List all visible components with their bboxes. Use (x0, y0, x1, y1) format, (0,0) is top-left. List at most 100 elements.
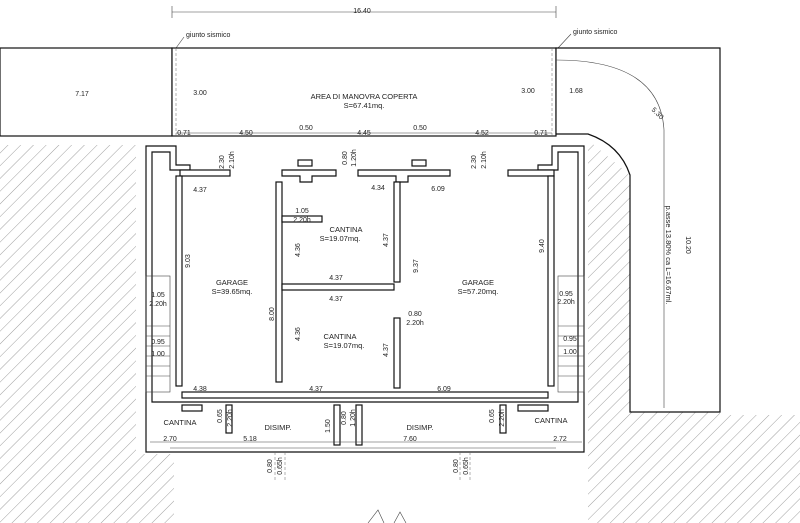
dim-230-right: 2.30 (471, 155, 478, 169)
dim-095-c: 0.95 (563, 336, 577, 343)
manovra-title: AREA DI MANOVRA COPERTA (311, 92, 418, 101)
dim-437-b: 4.37 (383, 233, 390, 247)
earth-hatch-right (588, 140, 720, 523)
wall-cantina-east-top (393, 181, 401, 283)
dim-065-c: 0.65h (277, 457, 284, 475)
dim-436-b: 4.36 (295, 327, 302, 341)
front-lintel-block-left (281, 169, 337, 183)
dim-071-left: 0.71 (177, 130, 191, 137)
dim-080-e: 0.80 (453, 459, 460, 473)
disimp-right-label: DISIMP. (407, 423, 434, 432)
dim-065-d: 0.65h (463, 457, 470, 475)
earth-hatch-far-right (720, 415, 800, 523)
dim-300-right: 3.00 (521, 88, 535, 95)
wall-cantina-east-bottom (393, 317, 401, 389)
lintel-left (297, 159, 313, 167)
ramp-inner-curve (555, 59, 665, 408)
dim-050-left: 0.50 (299, 125, 313, 132)
building-outer-wall (145, 145, 585, 453)
section-mark-icon (367, 509, 407, 523)
dim-105-b: 1.05 (151, 292, 165, 299)
ramp-outline (555, 47, 721, 413)
dim-437-e-vert: 4.37 (383, 343, 390, 357)
wall-disimp-center-2 (355, 404, 363, 446)
ramp-slope-label: p.asse 13.80% ca L=16.67ml. (664, 205, 673, 304)
dim-437-a: 4.37 (193, 187, 207, 194)
wall-bottom-right-piece (517, 404, 549, 412)
wall-disimp-left-divider (225, 404, 233, 434)
wall-left-garage-front (179, 169, 231, 177)
front-lintel-block-right (357, 169, 451, 183)
cantina-right-label: CANTINA (535, 416, 568, 425)
dim-518: 5.18 (243, 436, 257, 443)
dim-095-b: 0.95 (151, 339, 165, 346)
dim-100-b: 1.00 (563, 349, 577, 356)
dim-168: 1.68 (569, 88, 583, 95)
dim-065-b: 0.65 (489, 409, 496, 423)
garage-left-title: GARAGE (216, 278, 248, 287)
manovra-area-central (171, 47, 557, 137)
wall-cantina-west (275, 181, 283, 383)
dim-071-right: 0.71 (534, 130, 548, 137)
dim-080-b: 0.80 (408, 311, 422, 318)
dim-937: 9.37 (413, 259, 420, 273)
cantina-bottom-title: CANTINA (324, 332, 357, 341)
dim-436-a: 4.36 (295, 243, 302, 257)
garage-right-area: S=57.20mq. (458, 287, 499, 296)
wall-right-garage-front (507, 169, 555, 177)
dim-100-a: 1.00 (151, 351, 165, 358)
dim-717: 7.17 (75, 91, 89, 98)
dim-220-a: 2.20h (293, 217, 311, 224)
dim-609-a: 6.09 (431, 186, 445, 193)
manovra-area-outline (0, 47, 173, 137)
dim-120-b: 1.20h (350, 409, 357, 427)
dim-438: 4.38 (193, 386, 207, 393)
wall-disimp-right-divider (499, 404, 507, 434)
dim-220-d: 2.20h (406, 320, 424, 327)
dim-220-b: 2.20h (149, 301, 167, 308)
dim-300-left: 3.00 (193, 90, 207, 97)
dim-437-d: 4.37 (329, 296, 343, 303)
dim-609-b: 6.09 (437, 386, 451, 393)
dim-437-c: 4.37 (329, 275, 343, 282)
dim-080-c: 0.80 (341, 411, 348, 425)
dim-220-e: 2.20h (227, 409, 234, 427)
cantina-top-title: CANTINA (330, 225, 363, 234)
dim-105-a: 1.05 (295, 208, 309, 215)
cantina-bottom-area: S=19.07mq. (324, 341, 365, 350)
dim-065-a: 0.65 (217, 409, 224, 423)
dim-903: 9.03 (185, 254, 192, 268)
dim-120-top: 1.20h (351, 149, 358, 167)
stair-right (557, 275, 585, 393)
garage-left-area: S=39.65mq. (212, 287, 253, 296)
disimp-left-label: DISIMP. (265, 423, 292, 432)
dim-760: 7.60 (403, 436, 417, 443)
dim-220-c: 2.20h (557, 299, 575, 306)
dim-940: 9.40 (539, 239, 546, 253)
overall-width-label: 16.40 (353, 8, 371, 15)
dim-445: 4.45 (357, 130, 371, 137)
dim-1020: 10.20 (684, 236, 691, 254)
dim-272: 2.72 (553, 436, 567, 443)
dim-220-f: 2.20h (499, 409, 506, 427)
cantina-left-label: CANTINA (164, 418, 197, 427)
dim-080-top: 0.80 (342, 151, 349, 165)
dim-450: 4.50 (239, 130, 253, 137)
dim-437-e: 4.37 (309, 386, 323, 393)
dim-434: 4.34 (371, 185, 385, 192)
manovra-area-value: S=67.41mq. (344, 101, 385, 110)
dim-452: 4.52 (475, 130, 489, 137)
dim-150: 1.50 (325, 419, 332, 433)
seismic-joint-right-label: giunto sismico (573, 29, 617, 36)
seismic-joint-left-label: giunto sismico (186, 32, 230, 39)
dim-230-left: 2.30 (219, 155, 226, 169)
wall-disimp-center (333, 404, 341, 446)
wall-bottom-left-piece (181, 404, 203, 412)
wall-bottom-corridor (181, 391, 549, 399)
dim-050-right: 0.50 (413, 125, 427, 132)
dim-210-right: 2.10h (481, 151, 488, 169)
lintel-right (411, 159, 427, 167)
dim-800: 8.00 (269, 307, 276, 321)
wall-garage-right-interior (547, 175, 555, 387)
earth-hatch-left (0, 145, 174, 523)
